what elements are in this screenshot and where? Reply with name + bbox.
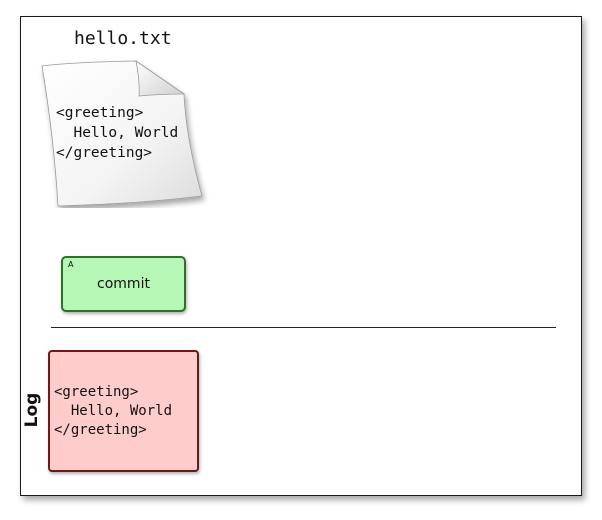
- file-content: <greeting> Hello, World </greeting>: [56, 105, 179, 161]
- commit-node: A commit: [61, 256, 186, 312]
- log-label: Log: [22, 392, 42, 428]
- log-content: <greeting> Hello, World </greeting>: [54, 384, 173, 438]
- file-document: <greeting> Hello, World </greeting>: [36, 58, 211, 208]
- file-name-label: hello.txt: [74, 28, 172, 49]
- log-box: <greeting> Hello, World </greeting>: [48, 350, 199, 472]
- document-page-icon: [41, 60, 203, 207]
- section-divider: [51, 327, 556, 328]
- commit-id: A: [68, 260, 74, 269]
- commit-label: commit: [97, 276, 150, 292]
